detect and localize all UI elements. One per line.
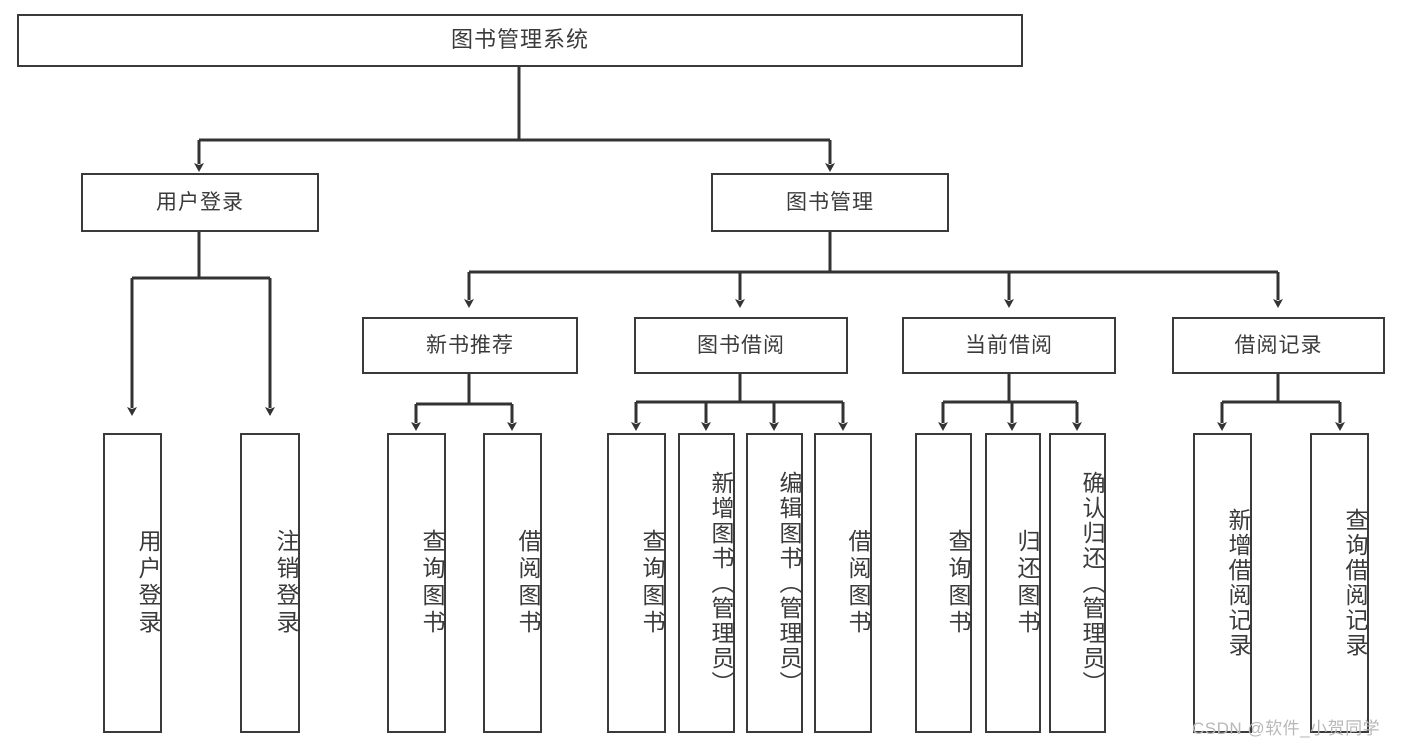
leaf-book-borrow-query-books[interactable]: 查询图书 xyxy=(607,433,666,733)
node-book-borrow[interactable]: 图书借阅 xyxy=(634,317,848,374)
leaf-book-borrow-edit-book-admin[interactable]: 编辑图书（管理员） xyxy=(746,433,803,733)
edge-group-book-manage xyxy=(464,232,1283,308)
leaf-borrow-record-query-record[interactable]: 查询借阅记录 xyxy=(1310,433,1369,733)
leaf-new-book-query-books[interactable]: 查询图书 xyxy=(387,433,446,733)
node-borrow-record[interactable]: 借阅记录 xyxy=(1172,317,1385,374)
node-root-book-management-system[interactable]: 图书管理系统 xyxy=(17,14,1023,67)
node-book-management[interactable]: 图书管理 xyxy=(711,173,949,232)
node-new-book-recommend[interactable]: 新书推荐 xyxy=(362,317,578,374)
leaf-borrow-record-add-record[interactable]: 新增借阅记录 xyxy=(1193,433,1252,733)
node-user-login[interactable]: 用户登录 xyxy=(81,173,319,232)
edge-group-new-book xyxy=(411,374,517,431)
edge-group-user-login xyxy=(127,232,275,416)
leaf-current-borrow-confirm-return-admin[interactable]: 确认归还（管理员） xyxy=(1049,433,1106,733)
leaf-current-borrow-query-books[interactable]: 查询图书 xyxy=(915,433,972,733)
edge-group-book-borrow xyxy=(631,374,848,431)
leaf-book-borrow-borrow-books[interactable]: 借阅图书 xyxy=(814,433,872,733)
csdn-watermark: CSDN @软件_小贺同学 xyxy=(1192,719,1381,738)
leaf-user-login-login[interactable]: 用户登录 xyxy=(103,433,162,733)
leaf-book-borrow-add-book-admin[interactable]: 新增图书（管理员） xyxy=(678,433,735,733)
edge-group-root xyxy=(194,67,835,172)
leaf-new-book-borrow-books[interactable]: 借阅图书 xyxy=(483,433,542,733)
edge-group-current-borrow xyxy=(938,374,1082,431)
leaf-current-borrow-return-books[interactable]: 归还图书 xyxy=(985,433,1041,733)
leaf-user-login-logout[interactable]: 注销登录 xyxy=(240,433,300,733)
edge-group-borrow-record xyxy=(1217,374,1345,431)
node-current-borrow[interactable]: 当前借阅 xyxy=(902,317,1116,374)
